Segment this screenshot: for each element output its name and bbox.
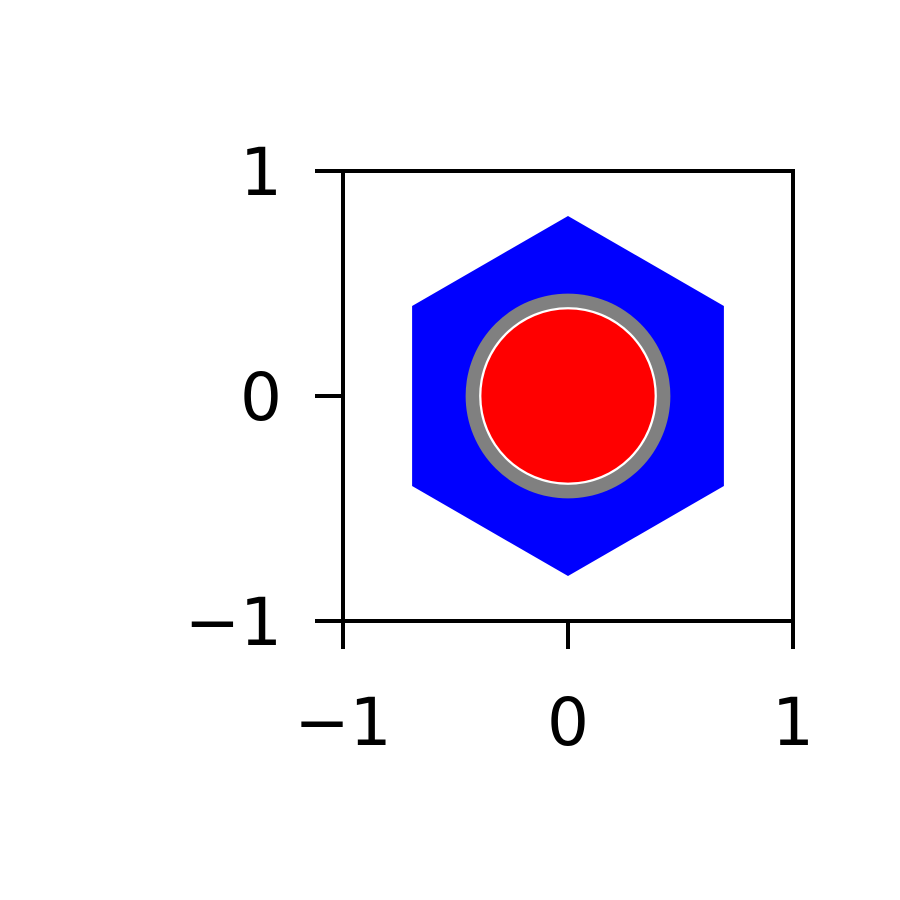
- regions-layer: [412, 216, 724, 576]
- circle-region-3: [481, 309, 655, 483]
- y-tick-label: 1: [240, 134, 282, 211]
- y-tick-label: −1: [185, 584, 282, 661]
- x-tick-label: 1: [772, 684, 814, 761]
- x-tick-label: 0: [547, 684, 589, 761]
- ticks-layer: −1 0 1 −1 0 1: [185, 134, 814, 761]
- x-tick-label: −1: [294, 684, 391, 761]
- y-tick-label: 0: [240, 359, 282, 436]
